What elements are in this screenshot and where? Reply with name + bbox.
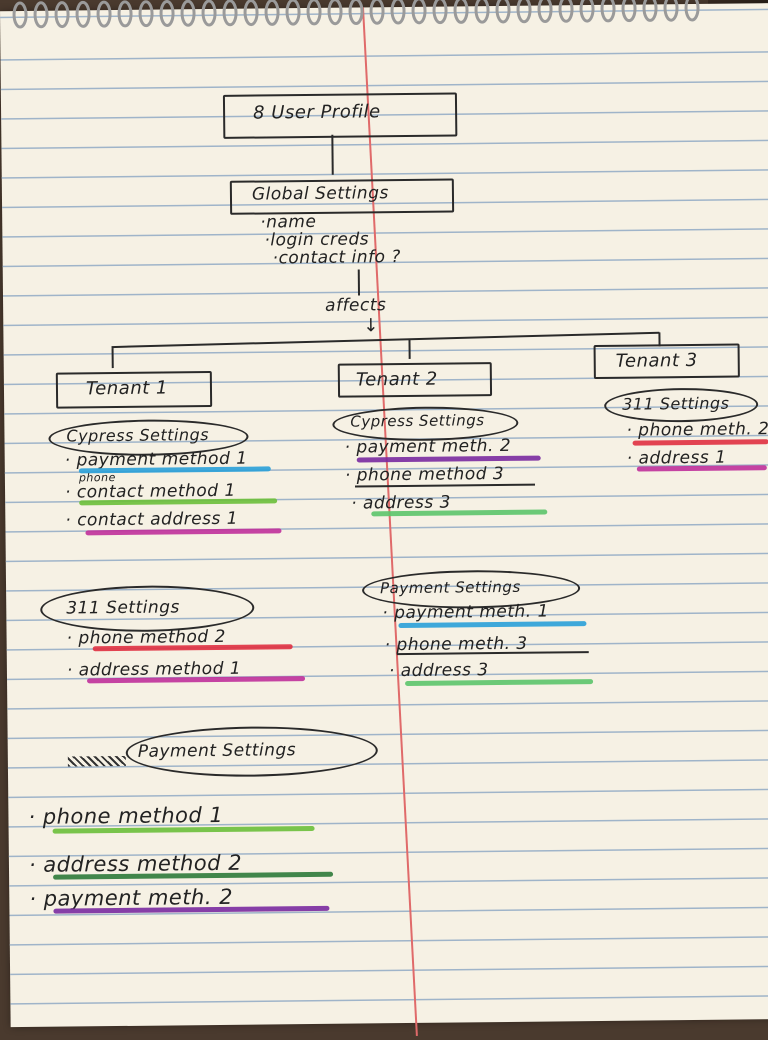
t1-cypress-title: Cypress Settings	[66, 425, 210, 446]
margin-line	[361, 7, 418, 1037]
highlight-magenta	[636, 465, 767, 472]
global-item-contact: ·contact info ?	[272, 247, 401, 269]
t3-311-title: 311 Settings	[622, 393, 730, 414]
t2-cypress-title: Cypress Settings	[350, 411, 485, 431]
highlight-red	[92, 644, 293, 652]
spiral-binding	[12, 0, 700, 29]
t2-payment-title: Payment Settings	[379, 577, 521, 598]
tenant-3-label: Tenant 3	[615, 349, 698, 372]
user-profile-label: 8 User Profile	[252, 101, 381, 124]
affects-label: affects	[325, 295, 387, 316]
t2-cypress-item-2: · phone method 3	[344, 463, 505, 486]
t1-payment-title: Payment Settings	[137, 740, 297, 762]
branch-tick-1	[111, 348, 114, 369]
tenant-1-label: Tenant 1	[85, 377, 169, 400]
highlight-magenta	[87, 676, 306, 684]
highlight-red	[632, 439, 768, 446]
highlight-blue	[398, 621, 587, 629]
connector-root-global	[331, 134, 334, 175]
t3-311-item-1: · phone meth. 2	[626, 419, 768, 441]
highlight-magenta	[85, 528, 282, 536]
t1-payment-item-1: · phone method 1	[28, 802, 224, 829]
t2-payment-item-1: · payment meth. 1	[382, 601, 549, 624]
scribble-mark	[67, 755, 126, 767]
highlight-purple	[356, 455, 541, 463]
highlight-green	[79, 498, 278, 506]
branch-tick-2	[408, 338, 411, 359]
t2-cypress-item-1: · payment meth. 2	[344, 435, 512, 458]
connector-global-affects	[357, 269, 361, 296]
t1-311-title: 311 Settings	[66, 597, 180, 619]
highlight-teal-green	[371, 509, 548, 517]
down-arrow-icon: ↓	[363, 315, 379, 337]
global-settings-label: Global Settings	[251, 183, 389, 205]
highlight-teal-green	[405, 679, 594, 687]
tenant-branch-line	[111, 331, 660, 349]
t1-cypress-item-3: · contact address 1	[65, 508, 239, 531]
t2-payment-item-3: · address 3	[388, 660, 489, 682]
tenant-2-label: Tenant 2	[355, 368, 438, 391]
